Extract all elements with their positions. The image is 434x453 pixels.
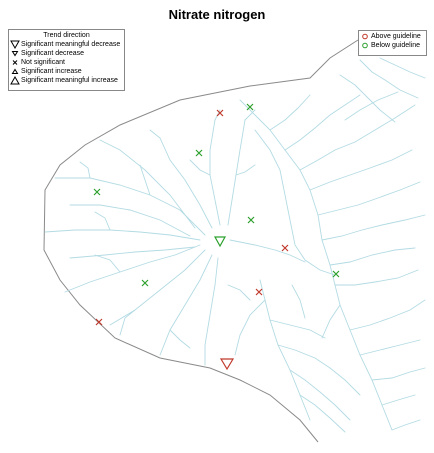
legend-item-below-guideline: Below guideline [359,41,426,50]
legend-label: Significant meaningful increase [21,77,118,84]
legend-item-significant-meaningful-decrease: Significant meaningful decrease [9,40,124,49]
site-marker [247,216,255,224]
site-marker [95,318,103,326]
site-marker [255,288,263,296]
legend-item-significant-increase: Significant increase [9,67,124,76]
legend-label: Significant decrease [21,50,85,57]
guideline-legend: Above guideline Below guideline [358,30,427,56]
small-up-triangle-icon [9,67,21,76]
cross-icon [9,58,21,67]
legend-label: Above guideline [371,33,421,40]
green-circle-icon [359,41,371,50]
site-marker [213,236,227,248]
legend-label: Below guideline [371,42,421,49]
large-down-triangle-icon [9,40,21,49]
river-network [44,57,426,433]
legend-label: Significant increase [21,68,82,75]
red-circle-icon [359,32,371,41]
site-marker [141,279,149,287]
large-up-triangle-icon [9,76,21,85]
trend-legend-title: Trend direction [43,32,90,39]
legend-item-significant-decrease: Significant decrease [9,49,124,58]
legend-item-not-significant: Not significant [9,58,124,67]
map-title: Nitrate nitrogen [168,7,266,22]
sites [93,103,340,371]
site-marker [216,109,224,117]
site-marker [93,188,101,196]
site-marker [332,270,340,278]
site-marker [281,244,289,252]
legend-label: Not significant [21,59,65,66]
legend-item-above-guideline: Above guideline [359,32,426,41]
legend-label: Significant meaningful decrease [21,41,121,48]
legend-item-significant-meaningful-increase: Significant meaningful increase [9,76,124,85]
small-down-triangle-icon [9,49,21,58]
site-marker [219,358,235,371]
region-boundary [43,39,359,443]
trend-legend: Trend direction Significant meaningful d… [8,29,125,91]
site-marker [246,103,254,111]
site-marker [195,149,203,157]
